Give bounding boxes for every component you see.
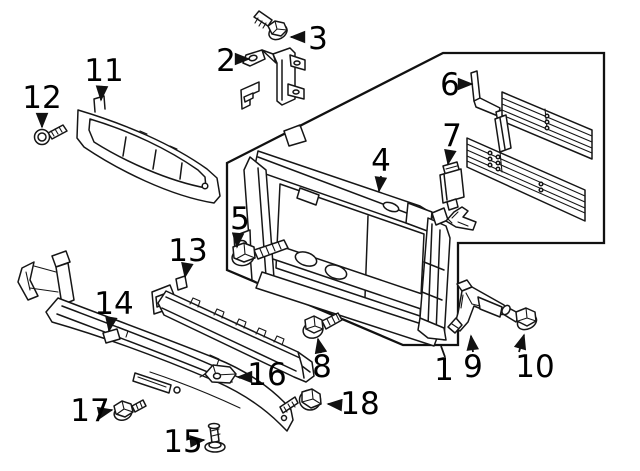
callout-arrow-11 (95, 85, 109, 102)
part-screw-17[interactable] (112, 399, 147, 422)
callout-label-13[interactable]: 13 (168, 233, 207, 269)
callout-arrow-10 (513, 333, 527, 353)
callout-arrow-9 (466, 334, 480, 353)
callout-tick-1 (440, 345, 446, 358)
callout-label-7[interactable]: 7 (442, 118, 462, 154)
part-active-grille-shutter[interactable] (445, 70, 593, 231)
part-corner-bracket[interactable] (447, 279, 509, 334)
part-clip-bracket[interactable] (199, 364, 237, 384)
callout-arrow-13 (181, 261, 194, 279)
callout-label-18[interactable]: 18 (340, 386, 379, 422)
part-bolt-3[interactable] (253, 10, 290, 43)
callout-label-15[interactable]: 15 (163, 424, 202, 460)
part-bolt-18[interactable] (279, 388, 322, 414)
callout-arrow-5 (231, 232, 245, 249)
part-upper-grille-support-panel[interactable] (76, 95, 221, 204)
callout-arrow-17 (96, 406, 114, 420)
callout-label-14[interactable]: 14 (94, 286, 133, 322)
callout-arrow-8 (314, 337, 328, 355)
callout-arrow-18 (326, 398, 343, 412)
callout-arrows (35, 30, 527, 448)
part-shutter-actuator[interactable] (439, 161, 465, 211)
part-washer-head-screw[interactable] (33, 124, 68, 146)
callout-label-9[interactable]: 9 (463, 349, 483, 385)
part-radiator-support-panel[interactable] (233, 124, 451, 347)
callout-arrow-7 (444, 148, 457, 166)
part-lower-crossmember[interactable] (151, 275, 315, 383)
part-push-pin-rivet[interactable] (204, 422, 226, 453)
callout-label-17[interactable]: 17 (70, 393, 109, 429)
part-bolt-8[interactable] (301, 312, 343, 340)
callout-label-11[interactable]: 11 (84, 53, 123, 89)
callout-label-12[interactable]: 12 (22, 80, 61, 116)
callout-label-8[interactable]: 8 (312, 349, 332, 385)
callout-label-2[interactable]: 2 (216, 43, 236, 79)
callout-label-4[interactable]: 4 (371, 143, 391, 179)
callout-arrow-14 (105, 315, 118, 333)
part-upper-mount-bracket[interactable] (240, 47, 306, 110)
callout-arrow-4 (374, 175, 388, 193)
callout-label-3[interactable]: 3 (308, 21, 328, 57)
callout-label-10[interactable]: 10 (515, 349, 554, 385)
callout-label-1[interactable]: 1 (434, 352, 454, 388)
part-bolt-10[interactable] (500, 304, 539, 333)
callout-label-6[interactable]: 6 (440, 67, 460, 103)
callout-arrow-15 (189, 435, 206, 448)
callout-label-5[interactable]: 5 (230, 201, 250, 237)
callout-label-16[interactable]: 16 (247, 357, 286, 393)
